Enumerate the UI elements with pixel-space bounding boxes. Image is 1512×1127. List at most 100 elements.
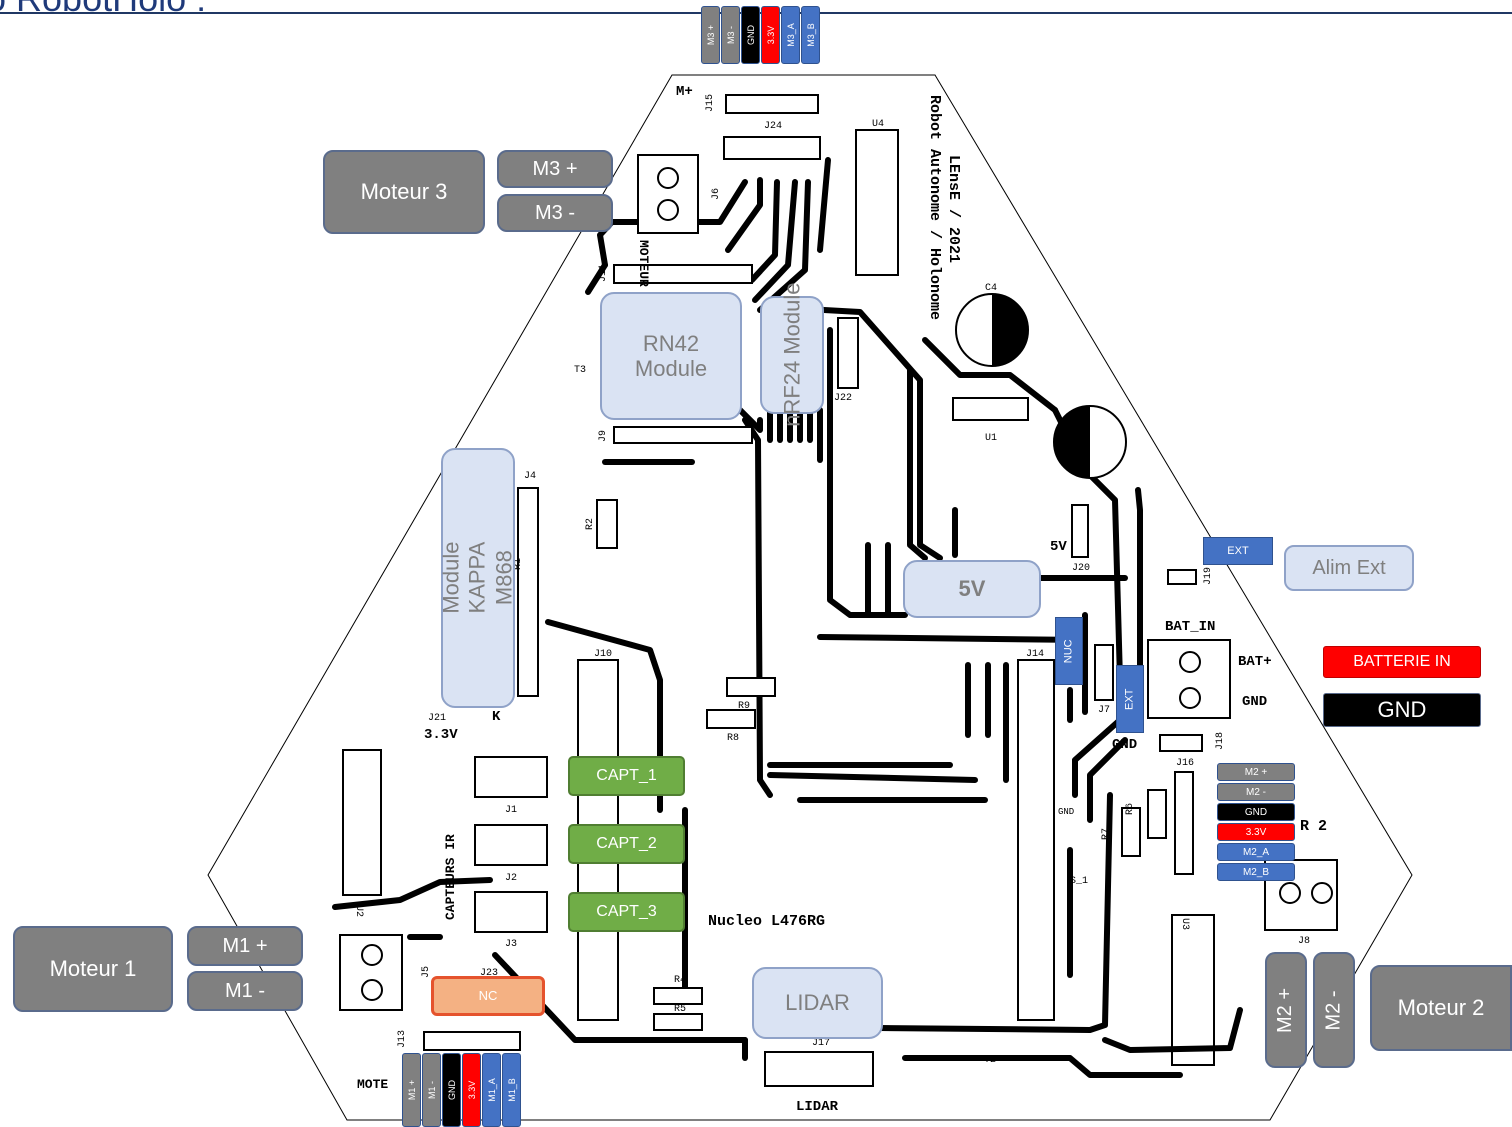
svg-text:R2: R2 — [585, 518, 596, 530]
nuc-label: NUC — [1055, 617, 1083, 685]
resistors — [596, 499, 1167, 1031]
svg-text:J2: J2 — [505, 873, 517, 884]
svg-text:J20: J20 — [1072, 563, 1090, 574]
pin-m3-minus: M3 - — [721, 6, 740, 64]
svg-text:J16: J16 — [1176, 758, 1194, 769]
pin-m2-minus: M2 - — [1217, 783, 1295, 801]
moteur2-box: Moteur 2 — [1370, 965, 1512, 1051]
pin-headers — [423, 94, 1203, 1051]
svg-text:J7: J7 — [1098, 705, 1110, 716]
lidar-box: LIDAR — [752, 967, 883, 1039]
capt3-label: CAPT_3 — [568, 892, 685, 932]
svg-text:J14: J14 — [1026, 649, 1044, 660]
svg-text:J22: J22 — [834, 393, 852, 404]
alim-ext-box: Alim Ext — [1284, 545, 1414, 591]
nc-connector: NC — [431, 976, 545, 1016]
nrf24-module: nRF24 Module — [760, 283, 824, 427]
pin-m1-minus: M1 - — [422, 1053, 441, 1127]
board-outline — [207, 74, 1413, 1121]
svg-text:J8: J8 — [1298, 936, 1310, 947]
pin-m1-plus: M1 + — [402, 1053, 421, 1127]
svg-text:J21: J21 — [428, 713, 446, 724]
svg-text:U1: U1 — [985, 433, 997, 444]
svg-text:GND: GND — [1058, 807, 1074, 817]
silk-m-plus: M+ — [676, 84, 693, 100]
kappa-module: Module KAPPA M868 — [438, 448, 517, 708]
svg-text:J1: J1 — [505, 805, 517, 816]
m1-pin-strip: M1 + M1 - GND 3.3V M1_A M1_B — [402, 1053, 522, 1127]
svg-text:J10: J10 — [594, 649, 612, 660]
pin-m2-b: M2_B — [1217, 863, 1295, 881]
svg-text:R7: R7 — [1101, 828, 1112, 840]
svg-text:T2: T2 — [984, 1055, 996, 1066]
svg-text:CAPTEURS IR: CAPTEURS IR — [443, 834, 458, 920]
ir-connectors — [474, 756, 874, 1087]
svg-text:J13: J13 — [397, 1030, 408, 1048]
terminals — [339, 154, 1338, 1011]
svg-text:K: K — [492, 709, 501, 725]
pin-m2-a: M2_A — [1217, 843, 1295, 861]
silkscreen: M+ J15 J24 U4 MOTEUR 3 J6 LEnsE / 2021 R… — [353, 84, 1327, 1115]
m2-minus-text: M2 - — [1322, 990, 1345, 1030]
svg-text:J19: J19 — [1203, 567, 1214, 585]
svg-text:GND: GND — [1242, 694, 1267, 710]
capt2-label: CAPT_2 — [568, 824, 685, 864]
pin-m1-b: M1_B — [502, 1053, 521, 1127]
svg-text:5V: 5V — [1050, 539, 1067, 555]
pin-m2-plus: M2 + — [1217, 763, 1295, 781]
svg-text:J17: J17 — [812, 1038, 830, 1049]
kappa-label: Module KAPPA M868 — [438, 541, 517, 615]
svg-text:R6: R6 — [1125, 803, 1136, 815]
m3-pin-strip: M3 + M3 - GND 3.3V M3_A M3_B — [701, 6, 821, 64]
svg-text:J18: J18 — [1215, 732, 1226, 750]
svg-text:R1: R1 — [513, 558, 524, 570]
capt1-label: CAPT_1 — [568, 756, 685, 796]
svg-text:MOTE: MOTE — [357, 1077, 388, 1092]
svg-text:J6: J6 — [711, 188, 722, 200]
pin-gnd: GND — [442, 1053, 461, 1127]
ext-side-text: EXT — [1123, 688, 1136, 710]
nucleo-label: Nucleo L476RG — [708, 913, 825, 930]
batterie-in-box: BATTERIE IN — [1323, 646, 1481, 678]
svg-text:J5: J5 — [421, 966, 432, 978]
svg-text:U3: U3 — [1179, 918, 1190, 930]
nrf24-label: nRF24 Module — [779, 282, 805, 428]
svg-text:MOTEUR 3: MOTEUR 3 — [636, 240, 651, 303]
m3-minus-label: M3 - — [497, 194, 613, 232]
pin-3v3: 3.3V — [462, 1053, 481, 1127]
svg-text:3.3V: 3.3V — [424, 727, 458, 743]
pin-m1-a: M1_A — [482, 1053, 501, 1127]
ext-side-label: EXT — [1116, 665, 1144, 733]
pin-m3-plus: M3 + — [701, 6, 720, 64]
svg-text:GND: GND — [1112, 737, 1137, 753]
ext-top-label: EXT — [1203, 537, 1273, 565]
svg-text:U4: U4 — [872, 119, 884, 130]
svg-text:J11: J11 — [598, 264, 609, 282]
svg-text:J9: J9 — [598, 430, 609, 442]
rn42-module: RN42 Module — [600, 292, 742, 420]
svg-text:T3: T3 — [574, 365, 586, 376]
svg-text:J4: J4 — [524, 471, 536, 482]
svg-text:R4: R4 — [674, 975, 686, 986]
svg-text:C4: C4 — [985, 283, 997, 294]
gnd-box: GND — [1323, 693, 1481, 727]
svg-text:R9: R9 — [738, 701, 750, 712]
svg-text:S_1: S_1 — [1070, 876, 1088, 887]
m2-plus-text: M2 + — [1274, 987, 1297, 1033]
svg-text:R5: R5 — [674, 1004, 686, 1015]
m2-plus-label: M2 + — [1265, 952, 1307, 1068]
svg-text:BAT_IN: BAT_IN — [1165, 619, 1215, 635]
nuc-text: NUC — [1062, 639, 1075, 663]
pin-m3-a: M3_A — [781, 6, 800, 64]
pin-gnd: GND — [1217, 803, 1295, 821]
pin-3v3: 3.3V — [1217, 823, 1295, 841]
m3-plus-label: M3 + — [497, 150, 613, 188]
svg-text:BAT+: BAT+ — [1238, 654, 1272, 670]
svg-text:J23: J23 — [480, 968, 498, 979]
pin-gnd: GND — [741, 6, 760, 64]
svg-text:LIDAR: LIDAR — [796, 1099, 839, 1115]
svg-text:J15: J15 — [705, 94, 716, 112]
moteur3-box: Moteur 3 — [323, 150, 485, 234]
svg-text:U2: U2 — [353, 905, 364, 917]
moteur1-box: Moteur 1 — [13, 926, 173, 1012]
